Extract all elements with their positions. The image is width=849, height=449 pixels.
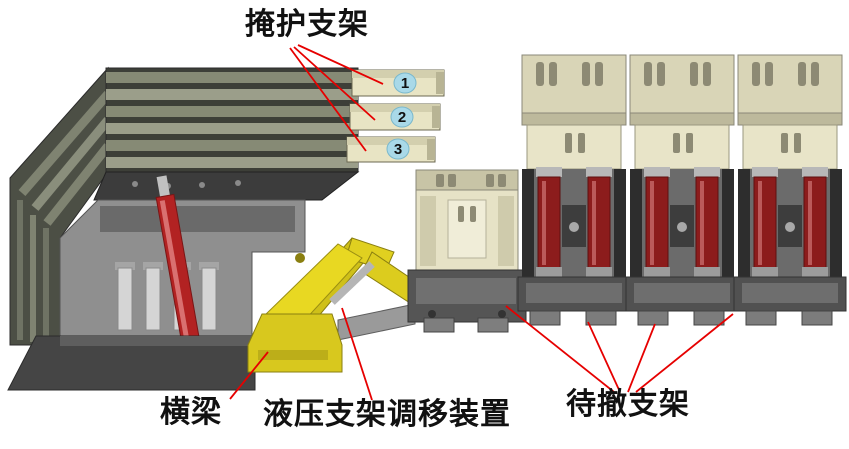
relay-bar [337,303,416,341]
withdraw-support-1 [517,54,631,326]
withdraw-support-3 [733,54,847,326]
badge-2-number: 2 [398,109,406,126]
shield-support-machine [7,66,360,391]
leader-withdraw-4 [635,313,734,393]
badge-3-number: 3 [394,141,402,158]
leader-withdraw-2 [587,321,621,393]
label-withdraw-supports: 待撤支架 [566,388,690,421]
leader-shield-2 [293,46,376,121]
badge-2: 2 [390,106,414,128]
leader-device [341,307,373,401]
leader-withdraw-3 [627,323,656,393]
label-transfer-device: 液压支架调移装置 [263,398,511,431]
withdraw-support-2 [625,54,739,326]
label-cross-beam: 横梁 [160,396,222,429]
badge-1: 1 [393,72,417,94]
leader-withdraw-1 [505,305,615,393]
middle-support [407,169,527,333]
leader-crossbeam [229,351,269,400]
badge-3: 3 [386,138,410,160]
label-shield-support: 掩护支架 [245,8,369,41]
leader-shield-3 [289,47,367,152]
badge-1-number: 1 [401,75,409,92]
hydraulic-transfer-device [247,237,435,373]
leader-lines [229,44,734,401]
leader-shield-1 [297,44,384,85]
